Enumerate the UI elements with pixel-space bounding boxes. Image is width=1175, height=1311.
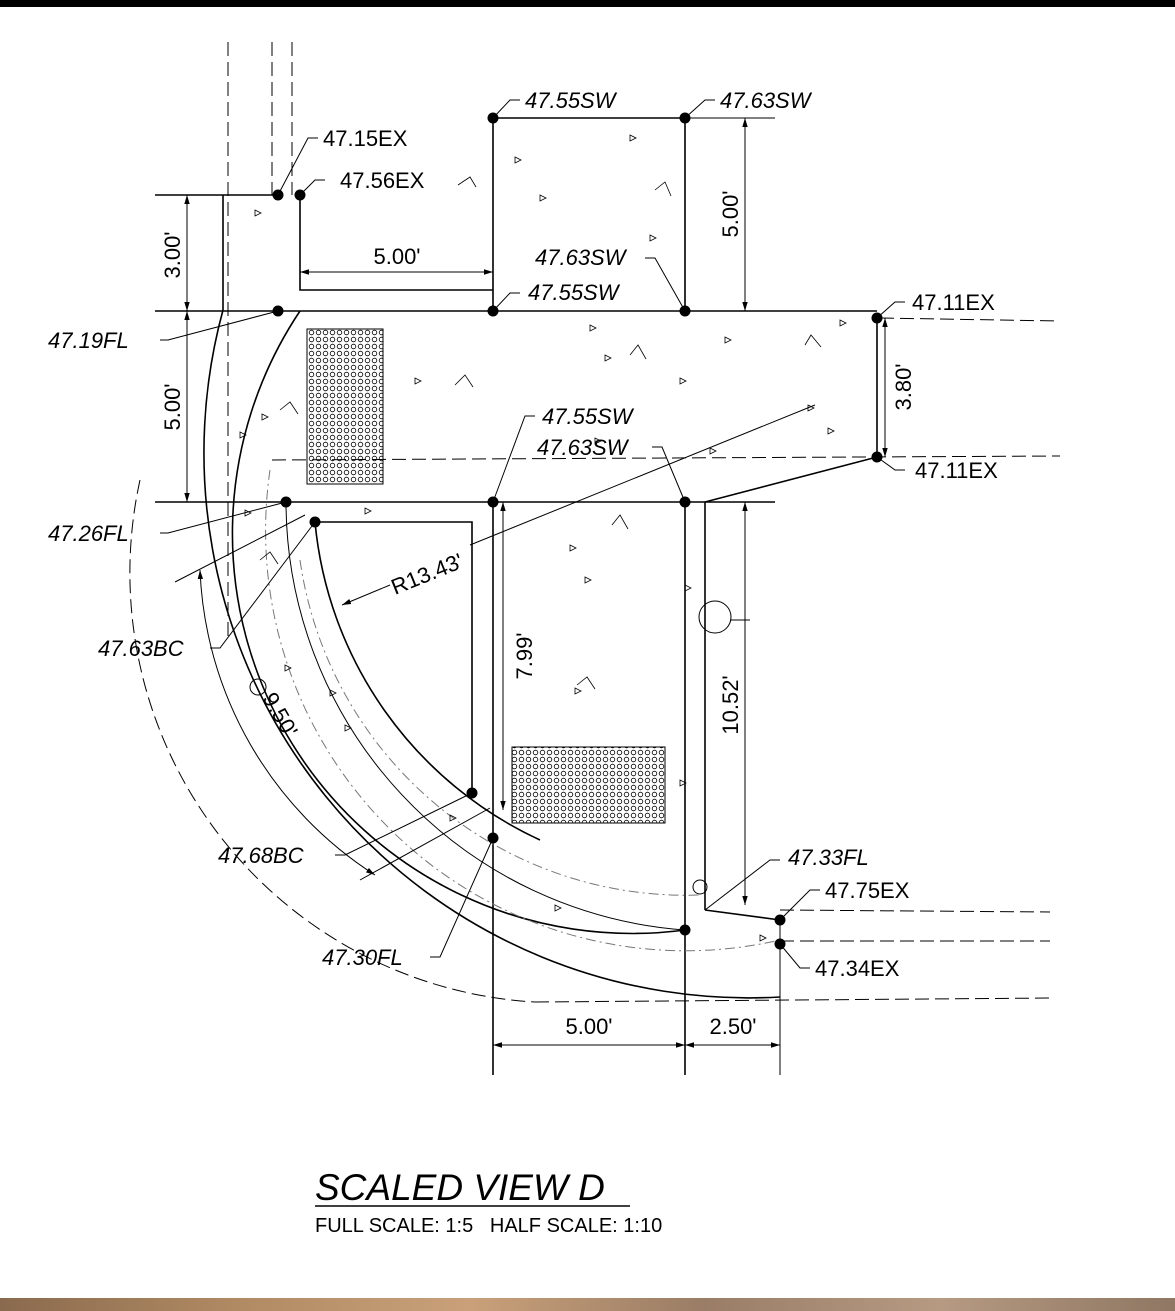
concrete-outline bbox=[155, 117, 878, 1075]
dim-label: 3.80' bbox=[891, 363, 916, 410]
elev-label: 47.56EX bbox=[340, 168, 425, 193]
dim-label: 7.99' bbox=[512, 632, 537, 679]
elev-label: 47.55SW bbox=[528, 280, 621, 305]
elev-label: 47.55SW bbox=[525, 88, 618, 113]
top-border bbox=[0, 0, 1175, 7]
elev-label: 47.33FL bbox=[788, 845, 869, 870]
radius-symbol bbox=[249, 678, 267, 696]
elev-label: 47.63SW bbox=[537, 435, 630, 460]
elev-label: 47.30FL bbox=[322, 945, 403, 970]
detectable-warning-pad-lower bbox=[511, 746, 666, 824]
dim-label: 5.00' bbox=[373, 244, 420, 269]
dimension-lines bbox=[174, 118, 888, 1048]
elev-label: 47.75EX bbox=[825, 878, 910, 903]
dim-label: 10.52' bbox=[718, 675, 743, 734]
detectable-warning-pad-upper bbox=[306, 328, 384, 485]
elev-label: 47.63SW bbox=[535, 245, 628, 270]
dim-label: 5.00' bbox=[718, 190, 743, 237]
elevation-points bbox=[272, 112, 883, 950]
utility-symbol bbox=[698, 600, 732, 634]
background-photo-strip bbox=[0, 1298, 1175, 1311]
elev-label: 47.63SW bbox=[720, 88, 813, 113]
dim-label: R13.43' bbox=[388, 548, 467, 599]
elev-label: 47.55SW bbox=[542, 404, 635, 429]
dim-label: 2.50' bbox=[709, 1014, 756, 1039]
leader-lines bbox=[160, 99, 905, 969]
elev-label: 47.11EX bbox=[912, 290, 995, 315]
elev-label: 47.63BC bbox=[98, 636, 184, 661]
scale-note: FULL SCALE: 1:5 HALF SCALE: 1:10 bbox=[315, 1215, 662, 1237]
elev-label: 47.19FL bbox=[48, 328, 129, 353]
dim-label: 3.00' bbox=[160, 231, 185, 278]
elev-label: 47.26FL bbox=[48, 521, 129, 546]
elev-label: 47.11EX bbox=[915, 458, 998, 483]
dim-label: 5.00' bbox=[565, 1014, 612, 1039]
dim-label: 5.00' bbox=[160, 383, 185, 430]
view-title: SCALED VIEW D bbox=[315, 1167, 605, 1208]
utility-symbol-small bbox=[692, 879, 708, 895]
dim-label: 9.50' bbox=[258, 688, 303, 741]
elev-label: 47.68BC bbox=[218, 843, 304, 868]
elev-label: 47.34EX bbox=[815, 956, 900, 981]
elev-label: 47.15EX bbox=[323, 126, 408, 151]
